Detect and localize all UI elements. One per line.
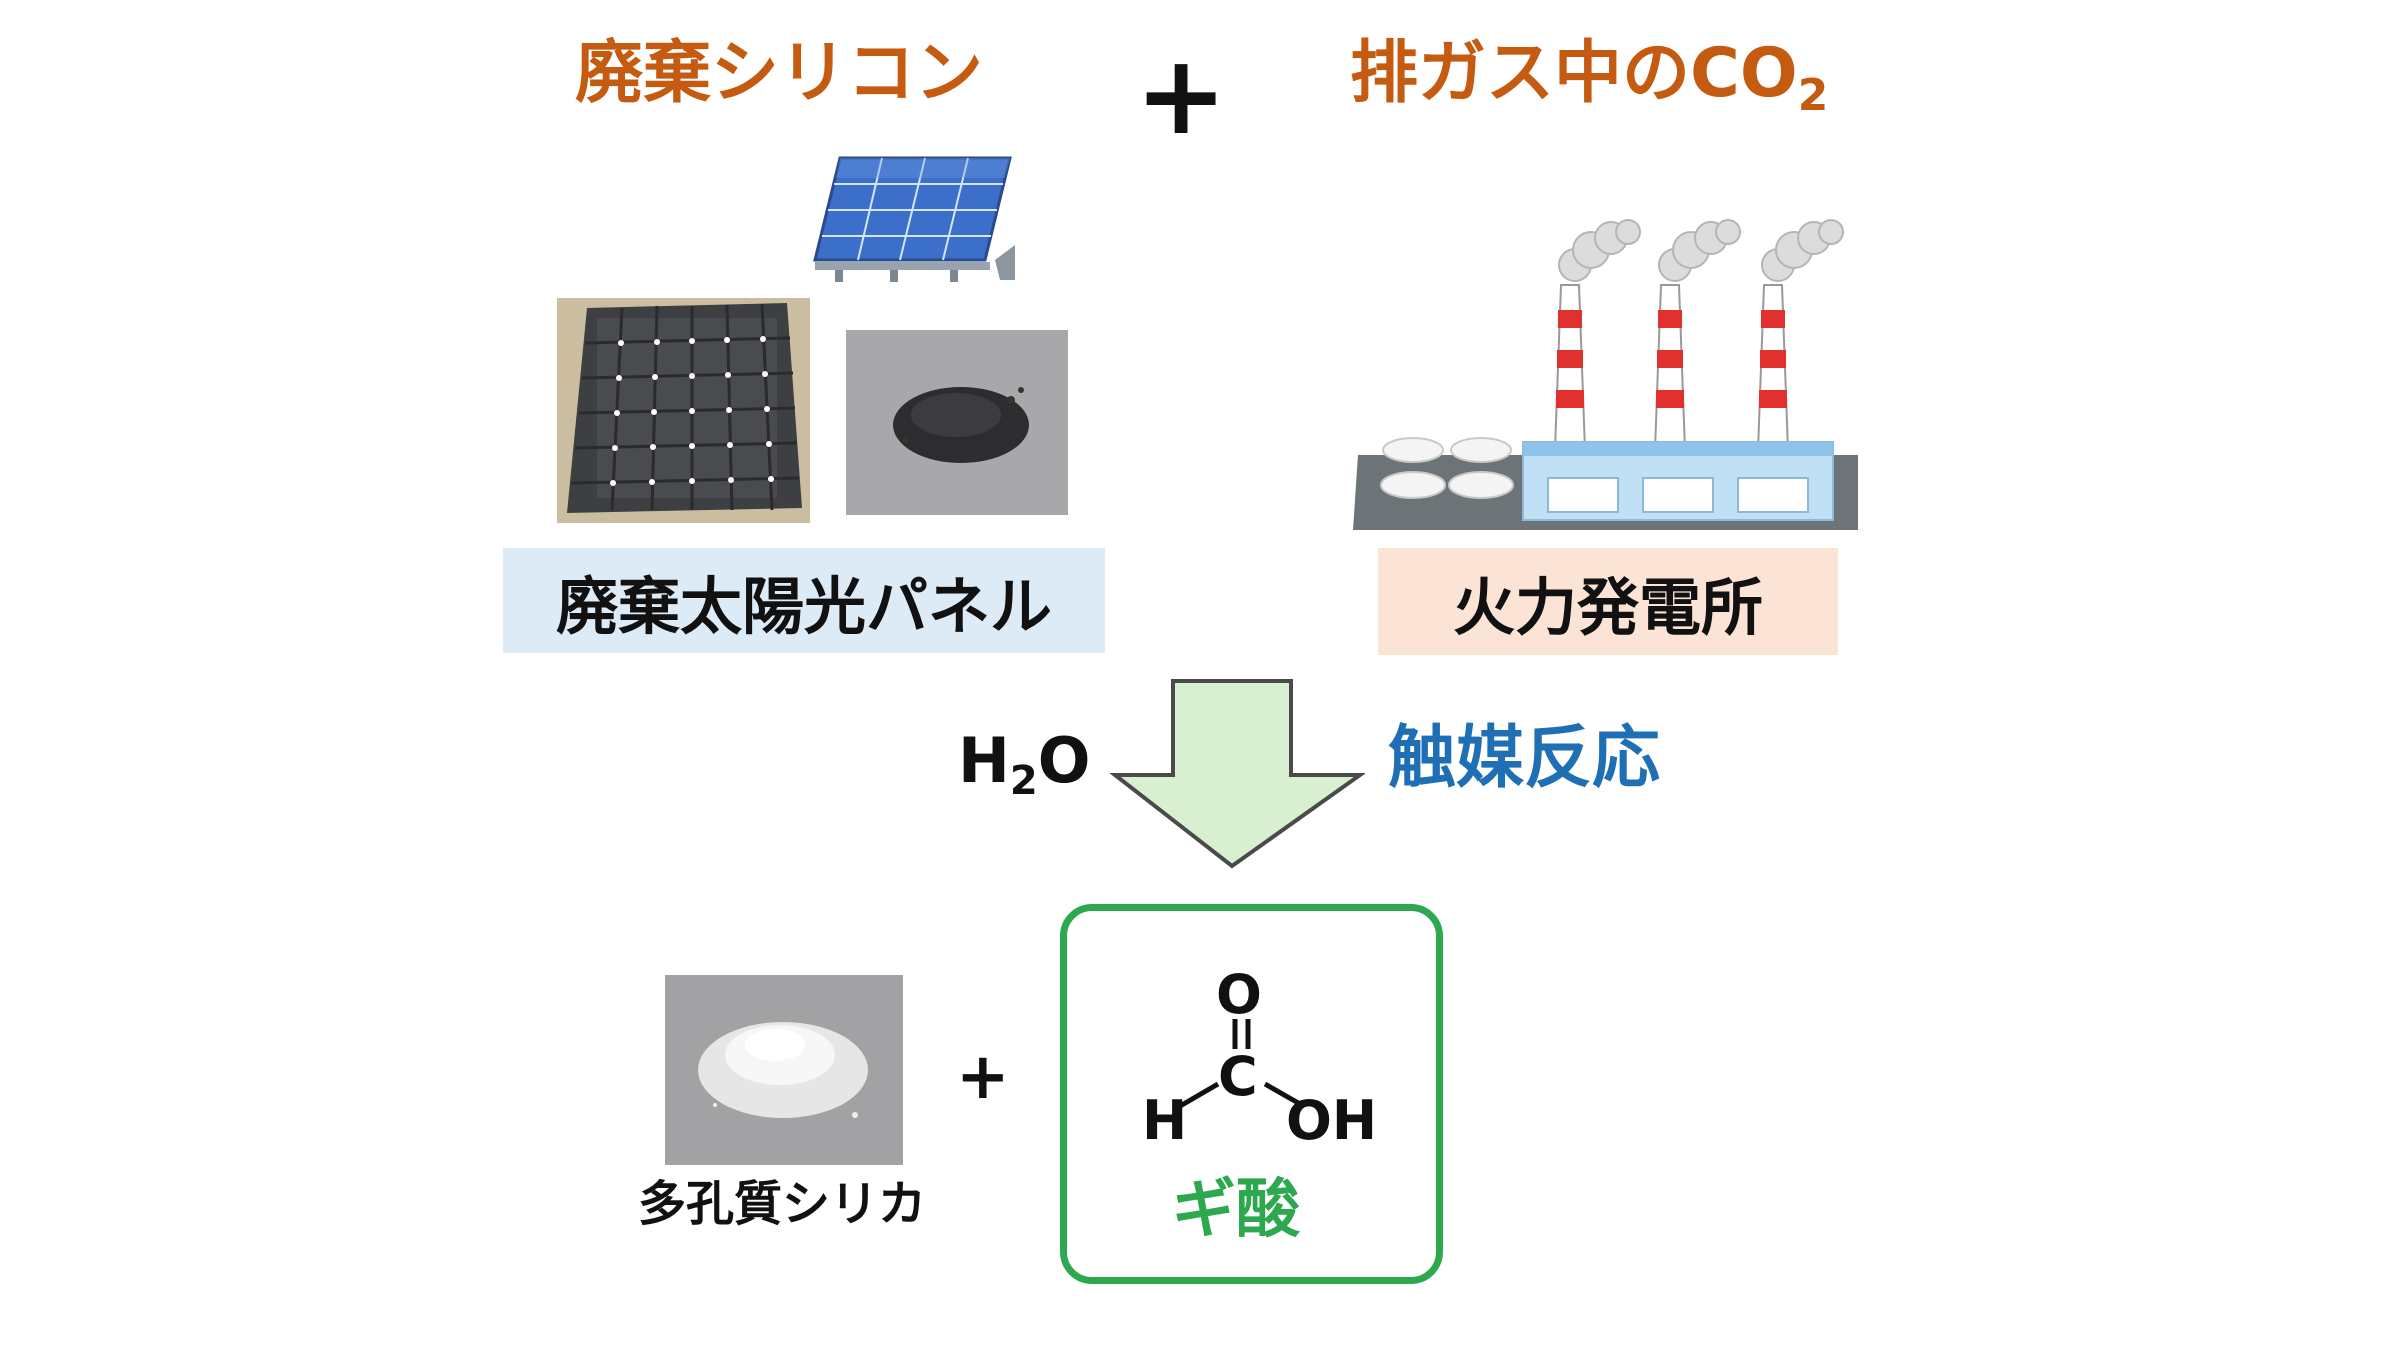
product-plus-sign: + xyxy=(956,1040,1010,1114)
panel-grid-drawing xyxy=(557,298,810,523)
silica-powder-drawing xyxy=(665,975,903,1165)
waste-solar-panel-photo xyxy=(557,298,810,523)
porous-silica-label: 多孔質シリカ xyxy=(638,1176,927,1232)
reaction-arrow xyxy=(1110,679,1365,869)
formic-acid-bonds xyxy=(1173,1019,1302,1112)
waste-silicon-heading: 廃棄シリコン xyxy=(575,34,984,113)
silicon-powder-drawing xyxy=(846,330,1068,515)
formic-o-atom: O xyxy=(1216,963,1262,1026)
power-plant-label: 火力発電所 xyxy=(1378,548,1838,655)
formic-acid-box xyxy=(1060,904,1443,1284)
silicon-powder-photo xyxy=(846,330,1068,515)
water-reagent: H2O xyxy=(958,730,1090,804)
exhaust-co2-subscript: 2 xyxy=(1797,70,1829,121)
exhaust-co2-heading: 排ガス中のCO2 xyxy=(1350,40,1828,118)
solar-panel-icon xyxy=(813,156,1015,282)
formic-c-atom: C xyxy=(1218,1045,1258,1108)
top-plus-sign: + xyxy=(1135,31,1228,159)
formic-acid-label: ギ酸 xyxy=(1172,1173,1300,1247)
catalytic-reaction-label: 触媒反応 xyxy=(1388,719,1661,798)
power-plant-icon xyxy=(1353,219,1858,530)
waste-solar-panel-label: 廃棄太陽光パネル xyxy=(503,548,1105,653)
porous-silica-photo xyxy=(665,975,903,1165)
formic-h-atom: H xyxy=(1142,1089,1188,1152)
water-subscript: 2 xyxy=(1009,758,1038,804)
formic-oh-group: OH xyxy=(1286,1089,1378,1152)
water-o: O xyxy=(1037,724,1091,797)
exhaust-co2-main: 排ガス中のCO xyxy=(1350,34,1798,113)
water-h: H xyxy=(958,724,1010,797)
